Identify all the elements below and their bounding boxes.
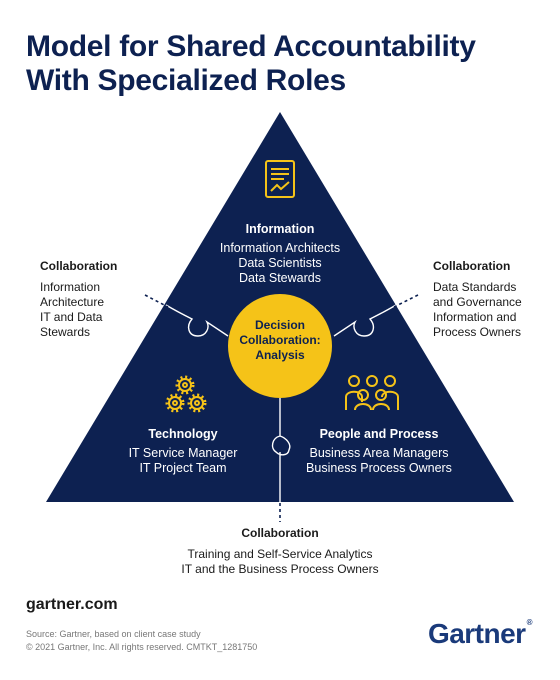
collaboration-right-heading: Collaboration bbox=[433, 259, 511, 273]
collaboration-bottom-heading: Collaboration bbox=[241, 526, 319, 540]
collaboration-right-line: and Governance bbox=[433, 295, 522, 309]
people-role: Business Area Managers bbox=[309, 446, 449, 460]
information-section: Information Information Architects Data … bbox=[200, 222, 360, 286]
logo-text: Gartner bbox=[427, 618, 526, 649]
center-label: Decision Collaboration: Analysis bbox=[232, 318, 328, 363]
collaboration-bottom: Collaboration Training and Self-Service … bbox=[100, 526, 460, 577]
collaboration-bottom-line: IT and the Business Process Owners bbox=[181, 562, 379, 576]
collaboration-bottom-line: Training and Self-Service Analytics bbox=[187, 547, 373, 561]
website-link[interactable]: gartner.com bbox=[26, 596, 118, 613]
information-role: Data Scientists bbox=[238, 256, 322, 270]
people-heading: People and Process bbox=[319, 427, 439, 441]
technology-role: IT Project Team bbox=[139, 461, 227, 475]
page-title: Model for Shared Accountability With Spe… bbox=[26, 30, 546, 98]
collaboration-left-line: Information bbox=[40, 280, 101, 294]
center-line: Decision bbox=[254, 318, 305, 332]
dashed-left bbox=[144, 294, 169, 308]
collaboration-right: Collaboration Data Standards and Governa… bbox=[433, 259, 553, 340]
collaboration-left-line: IT and Data bbox=[40, 310, 103, 324]
information-heading: Information bbox=[245, 222, 315, 236]
center-circle bbox=[228, 294, 332, 398]
center-line: Collaboration: bbox=[239, 333, 321, 347]
collaboration-right-line: Process Owners bbox=[433, 325, 522, 339]
divider-right bbox=[333, 304, 397, 337]
title-line-1: Model for Shared Accountability bbox=[26, 30, 476, 63]
technology-heading: Technology bbox=[148, 427, 218, 441]
registered-mark: ® bbox=[526, 618, 533, 627]
dashed-connectors bbox=[144, 294, 419, 522]
people-icon bbox=[345, 375, 399, 411]
center-line: Analysis bbox=[255, 348, 305, 362]
copyright-line: © 2021 Gartner, Inc. All rights reserved… bbox=[26, 642, 258, 652]
collaboration-right-line: Data Standards bbox=[433, 280, 517, 294]
divider-bottom bbox=[271, 398, 291, 502]
people-process-section: People and Process Business Area Manager… bbox=[294, 427, 464, 476]
collaboration-left-line: Architecture bbox=[40, 295, 105, 309]
collaboration-left-heading: Collaboration bbox=[40, 259, 118, 273]
technology-role: IT Service Manager bbox=[128, 446, 238, 460]
document-chart-icon bbox=[265, 160, 295, 198]
information-role: Information Architects bbox=[219, 241, 341, 255]
gartner-logo: Gartner® bbox=[427, 618, 533, 650]
source-line: Source: Gartner, based on client case st… bbox=[26, 629, 201, 639]
people-role: Business Process Owners bbox=[306, 461, 452, 475]
puzzle-dividers bbox=[165, 304, 397, 502]
source-note: Source: Gartner, based on client case st… bbox=[26, 628, 257, 654]
divider-left bbox=[165, 304, 229, 337]
collaboration-left: Collaboration Information Architecture I… bbox=[40, 259, 160, 340]
title-line-2: With Specialized Roles bbox=[26, 64, 346, 97]
gears-icon bbox=[165, 375, 207, 413]
collaboration-left-line: Stewards bbox=[40, 325, 91, 339]
technology-section: Technology IT Service Manager IT Project… bbox=[118, 427, 248, 476]
collaboration-right-line: Information and bbox=[433, 310, 517, 324]
information-role: Data Stewards bbox=[239, 271, 321, 285]
dashed-right bbox=[393, 294, 419, 308]
